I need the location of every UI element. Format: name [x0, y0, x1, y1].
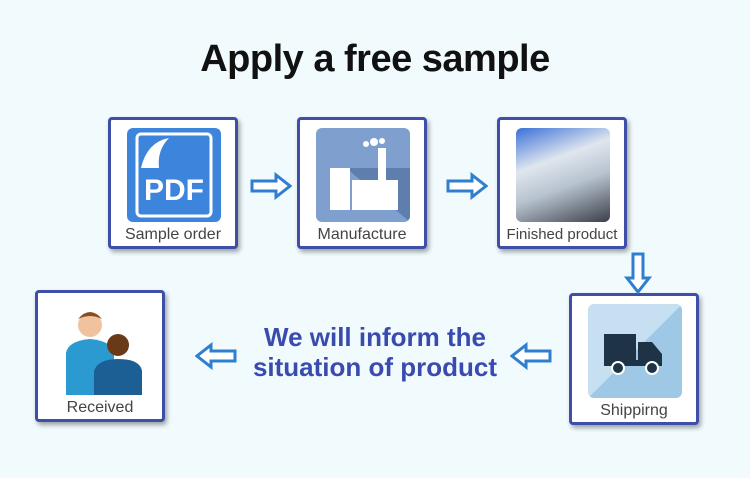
- page-title: Apply a free sample: [200, 38, 550, 80]
- left-arrow-icon: [195, 342, 237, 370]
- step-manufacture: Manufacture: [297, 117, 427, 249]
- left-arrow-icon: [510, 342, 552, 370]
- step-received: Received: [35, 290, 165, 422]
- step-label: Manufacture: [317, 226, 407, 243]
- step-label: Received: [66, 399, 134, 416]
- svg-text:PDF: PDF: [144, 174, 204, 207]
- product-photo: [516, 128, 610, 222]
- step-finished-product: Finished product: [497, 117, 627, 249]
- people-icon: [54, 301, 148, 395]
- right-arrow-icon: [446, 172, 488, 200]
- step-label: Sample order: [124, 226, 222, 243]
- info-message-line: situation of product: [252, 352, 498, 382]
- down-arrow-icon: [624, 252, 652, 294]
- step-label: Finished product: [506, 226, 618, 243]
- step-shipping: Shippirng: [569, 293, 699, 425]
- factory-icon: [316, 128, 410, 222]
- info-message: We will inform the situation of product: [235, 322, 515, 382]
- pdf-icon: PDF: [127, 128, 221, 222]
- truck-icon: [588, 304, 682, 398]
- right-arrow-icon: [250, 172, 292, 200]
- info-message-line: We will inform the: [264, 322, 486, 352]
- step-label: Shippirng: [600, 402, 668, 419]
- step-sample-order: PDF Sample order: [108, 117, 238, 249]
